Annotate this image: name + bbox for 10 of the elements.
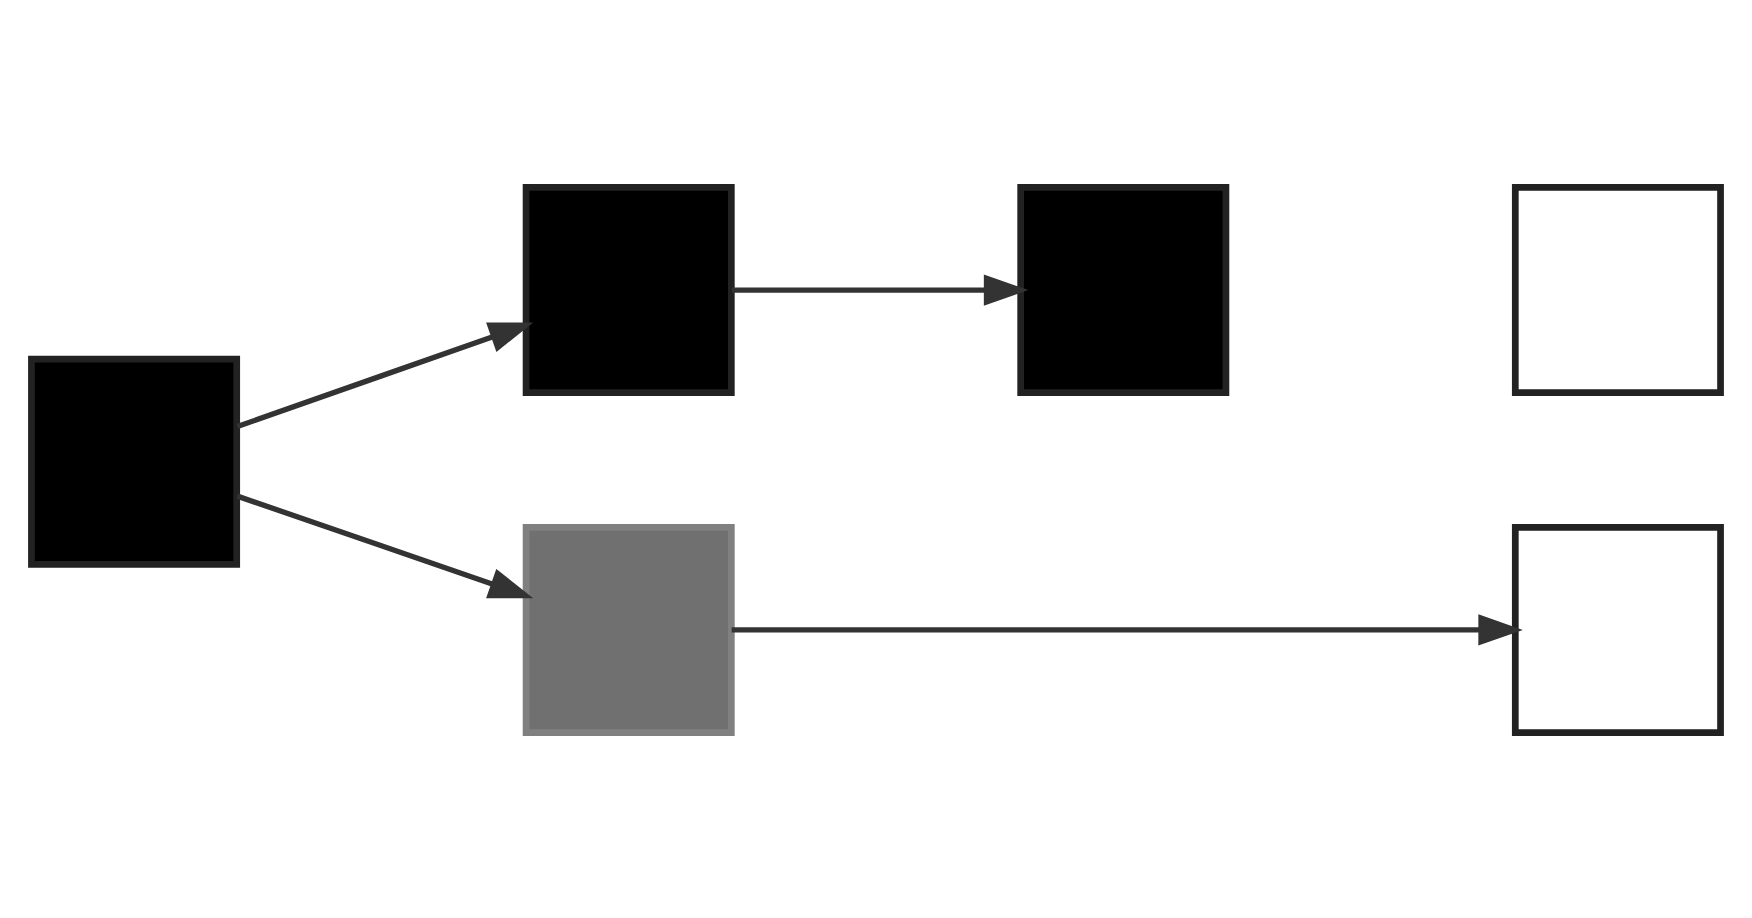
arrow xyxy=(731,613,1523,645)
node-box xyxy=(1017,183,1230,396)
arrow xyxy=(731,273,1029,305)
node-box xyxy=(1511,183,1724,396)
node-box xyxy=(522,183,735,396)
node-box xyxy=(28,354,241,567)
arrow xyxy=(236,492,534,598)
node-box xyxy=(1511,522,1724,735)
arrow xyxy=(236,321,534,429)
node-box xyxy=(522,522,735,735)
